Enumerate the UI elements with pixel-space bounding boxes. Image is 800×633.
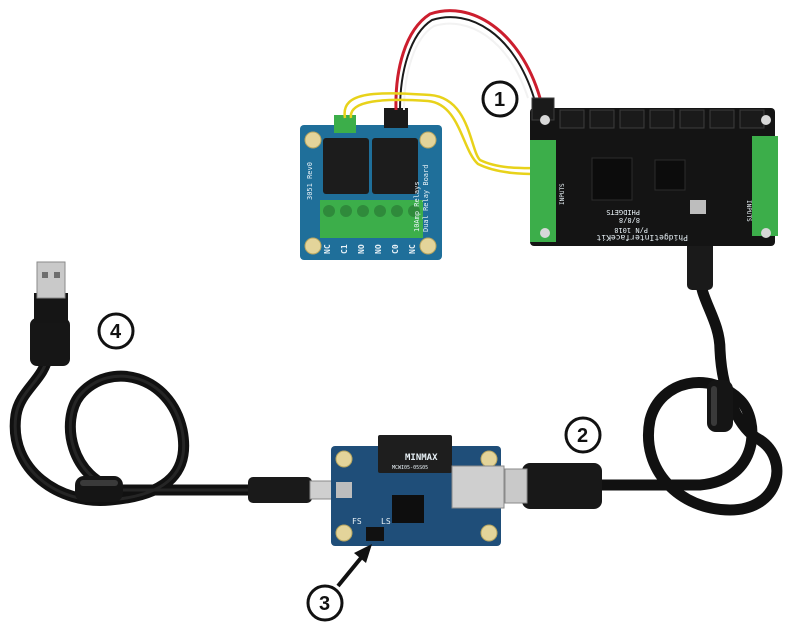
svg-text:3: 3 xyxy=(319,593,330,615)
dc-dc-converter xyxy=(378,435,452,473)
phidget-interface-kit: PhidgetInterfaceKit 8/8/8 P/N 1018 PHIDG… xyxy=(530,97,778,246)
mini-usb-plug-isolator-side xyxy=(248,477,341,503)
kit-name: PhidgetInterfaceKit xyxy=(596,233,688,242)
relay-board-part: 3051 Rev0 xyxy=(306,162,314,200)
kit-label-inputs-right: INPUTS xyxy=(745,200,752,222)
signal-wires-yellow xyxy=(343,92,546,176)
jumper-label-ls: LS xyxy=(381,517,391,526)
ribbon-wire-red xyxy=(394,9,542,111)
terminal-label: NC xyxy=(408,244,417,254)
svg-text:2: 2 xyxy=(577,425,588,447)
terminal-label: NO xyxy=(357,244,366,254)
terminal-label: C0 xyxy=(391,244,400,254)
isolator-ic xyxy=(392,495,424,523)
usb-a-plug-kit-side xyxy=(504,463,602,509)
usb-a-port xyxy=(451,465,505,509)
mini-usb-port xyxy=(690,200,706,214)
ferrite-bead-host xyxy=(75,476,123,502)
terminal-label: NO xyxy=(374,244,383,254)
usb-cable-kit xyxy=(594,269,783,516)
svg-text:1: 1 xyxy=(494,89,505,111)
callout-2: 2 xyxy=(564,416,602,454)
usb-a-plug-host xyxy=(30,261,70,366)
converter-brand: MINMAX xyxy=(405,453,438,463)
usb-cable-host xyxy=(9,349,276,506)
converter-model: MCWI05-05S05 xyxy=(392,465,428,471)
kit-label-inputs-left: INPUTS xyxy=(559,183,566,205)
terminal-block-right xyxy=(752,136,778,236)
ferrite-bead-kit xyxy=(707,380,733,432)
relay-right xyxy=(372,138,418,194)
dual-relay-board: Dual Relay Board 10Amp Relays 3051 Rev0 … xyxy=(300,108,442,260)
terminal-label: C1 xyxy=(340,244,349,254)
svg-text:4: 4 xyxy=(110,321,122,343)
controller-ic xyxy=(654,159,686,191)
callout-4: 4 xyxy=(97,312,135,350)
relay-board-connector xyxy=(384,108,408,128)
kit-model: 8/8/8 xyxy=(619,216,640,224)
callout-3: 3 xyxy=(306,584,344,622)
usb-isolator-board: MINMAX MCWI05-05S05 FS LS xyxy=(331,435,505,546)
kit-brand: PHIDGETS xyxy=(606,208,640,216)
relay-left xyxy=(323,138,369,194)
jumper-label-fs: FS xyxy=(352,517,362,526)
terminal-block-left xyxy=(530,140,556,242)
callout-arrow xyxy=(336,544,372,588)
speed-jumper xyxy=(366,527,384,541)
terminal-label: NC xyxy=(323,244,332,254)
input-terminal xyxy=(334,115,356,133)
relay-board-title: Dual Relay Board xyxy=(422,165,430,232)
kit-part: P/N 1018 xyxy=(614,226,648,234)
mini-usb-port xyxy=(336,482,352,498)
callout-1: 1 xyxy=(481,80,519,118)
relay-board-subtitle: 10Amp Relays xyxy=(413,181,421,232)
main-ic xyxy=(591,157,633,201)
